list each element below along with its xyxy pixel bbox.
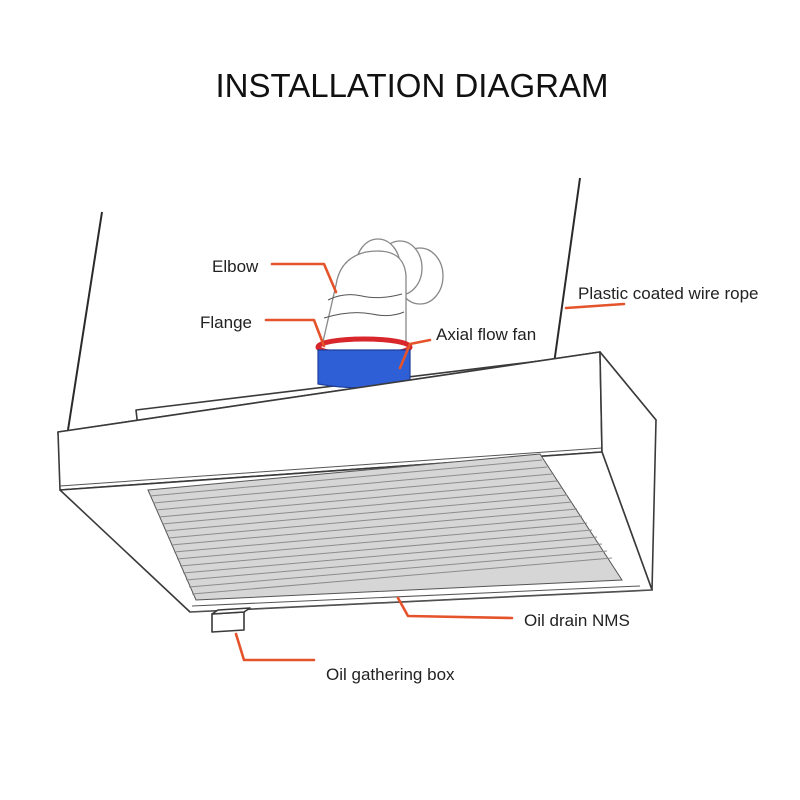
leader-oil-box	[234, 632, 316, 662]
leader-lines	[234, 262, 626, 662]
component-labels: Elbow Flange Axial flow fan Plastic coat…	[200, 257, 758, 684]
wire-rope-right	[551, 177, 581, 379]
filter-slats	[149, 459, 613, 595]
elbow-duct	[321, 238, 444, 347]
label-flange: Flange	[200, 313, 252, 332]
diagram-title: INSTALLATION DIAGRAM	[215, 67, 608, 104]
leader-axial-fan	[398, 338, 432, 370]
leader-elbow	[270, 262, 338, 294]
oil-gathering-box	[211, 607, 251, 633]
wire-ropes	[67, 177, 581, 431]
label-elbow: Elbow	[212, 257, 259, 276]
leader-wire-rope	[564, 302, 626, 310]
label-axial-flow-fan: Axial flow fan	[436, 325, 536, 344]
leader-oil-drain	[396, 596, 514, 620]
range-hood	[57, 238, 657, 633]
leader-flange	[264, 318, 326, 348]
label-oil-gathering-box: Oil gathering box	[326, 665, 455, 684]
wire-rope-left	[67, 211, 103, 431]
filter-mesh	[147, 453, 623, 601]
label-oil-drain-nms: Oil drain NMS	[524, 611, 630, 630]
label-plastic-coated-wire-rope: Plastic coated wire rope	[578, 284, 758, 303]
